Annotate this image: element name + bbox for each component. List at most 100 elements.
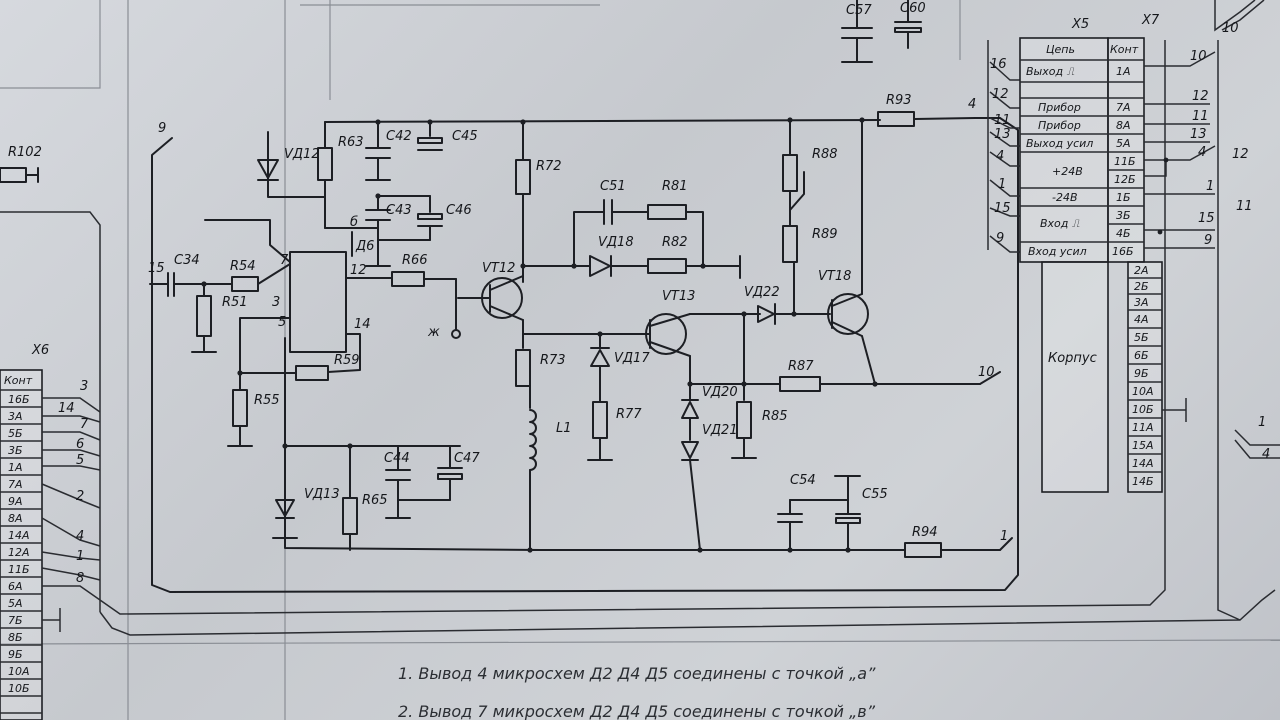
x6-contact: 8А	[8, 512, 23, 525]
label-net-15: 15	[148, 261, 165, 276]
x6-contact: 10А	[8, 665, 30, 678]
label-c60: C60	[900, 1, 926, 16]
label-r77: R77	[616, 407, 642, 422]
label-pin-14: 14	[354, 317, 371, 332]
label-c54: C54	[790, 473, 816, 488]
x5-row-name: Выход ⎍	[1026, 65, 1075, 78]
top-rail	[324, 117, 1001, 125]
x6-contact: 9А	[8, 495, 23, 508]
label-c42: C42	[386, 129, 412, 144]
x5-body-label: Корпус	[1048, 351, 1097, 366]
x5-extra-contact: 10А	[1132, 385, 1154, 398]
label-vd12: VД12	[284, 147, 320, 162]
x6-wire-label: 7	[80, 417, 89, 432]
label-far-12: 12	[1232, 147, 1249, 162]
x5-extra-contact: 11А	[1132, 421, 1154, 434]
label-r65: R65	[362, 493, 388, 508]
resistor-r102	[0, 167, 39, 183]
label-vd21: VД21	[702, 423, 738, 438]
vt12-stage	[457, 121, 651, 553]
x6-contact: 6А	[8, 580, 23, 593]
x5-extra-contact: 5Б	[1134, 331, 1149, 344]
x5-extra-contact: 2А	[1134, 264, 1149, 277]
x5-row-name: Выход усил	[1026, 137, 1094, 150]
bottom-right-block	[529, 475, 1013, 558]
label-x7-9: 9	[1204, 233, 1213, 248]
label-vd20: VД20	[702, 385, 738, 400]
x5-extra-contact: 10Б	[1132, 403, 1154, 416]
x5-row-name: Прибор	[1038, 119, 1081, 132]
x5-row-contact: 4Б	[1116, 227, 1131, 240]
label-r72: R72	[536, 159, 562, 174]
label-x7-4: 4	[1198, 145, 1207, 160]
label-c55: C55	[862, 487, 888, 502]
label-net-zh: ж	[428, 325, 440, 340]
label-x7-11: 11	[1192, 109, 1209, 124]
label-rail-10: 10	[978, 365, 995, 380]
footnote-2: 2. Вывод 7 микросхем Д2 Д4 Д5 соединены …	[398, 702, 875, 720]
x5-extra-contact: 9Б	[1134, 367, 1149, 380]
x5-row-contact: 8А	[1116, 119, 1131, 132]
x5-ref: X5	[1072, 17, 1090, 32]
x5-table	[1019, 0, 1280, 493]
x5-row-contact: 3Б	[1116, 209, 1131, 222]
x6-wire-label: 3	[80, 379, 89, 394]
x5-row-contact: 1Б	[1116, 191, 1131, 204]
upper-left-block	[257, 121, 443, 267]
label-c57: C57	[846, 3, 872, 18]
x6-contact: 3Б	[8, 444, 23, 457]
x6-contact: 5А	[8, 597, 23, 610]
label-c46: C46	[446, 203, 472, 218]
label-net-b: б	[350, 215, 359, 230]
x6-contact: 16Б	[8, 393, 30, 406]
label-r55: R55	[254, 393, 280, 408]
x6-contact: 14А	[8, 529, 30, 542]
label-r54: R54	[230, 259, 256, 274]
label-r66: R66	[402, 253, 428, 268]
x5-row-name: -24В	[1052, 191, 1078, 204]
label-r88: R88	[812, 147, 838, 162]
x6-wire-label: 8	[76, 571, 85, 586]
capacitor-c57-c60	[841, 0, 922, 63]
x6-wire-label: 6	[76, 437, 85, 452]
x5-row-contact: 11Б	[1114, 155, 1136, 168]
label-far-4: 4	[1262, 447, 1271, 462]
label-far-11: 11	[1236, 199, 1253, 214]
label-d6: Д6	[356, 239, 375, 254]
label-r73: R73	[540, 353, 566, 368]
x6-wire-label: 1	[76, 549, 85, 564]
x5-extra-contact: 14Б	[1132, 475, 1154, 488]
x5-head-circuit: Цепь	[1046, 43, 1075, 56]
label-c51: C51	[600, 179, 626, 194]
x5-extra-contact: 3А	[1134, 296, 1149, 309]
label-vt13: VT13	[662, 289, 696, 304]
label-l1: L1	[556, 421, 572, 436]
x5-extra-contact: 4А	[1134, 313, 1149, 326]
label-r81: R81	[662, 179, 688, 194]
x5-row-name: Вход ⎍	[1040, 217, 1080, 230]
label-far-10: 10	[1222, 21, 1239, 36]
bus-entries	[987, 40, 1020, 253]
label-vd22: VД22	[744, 285, 780, 300]
x5-row-name: Прибор	[1038, 101, 1081, 114]
x5-extra-contact: 14А	[1132, 457, 1154, 470]
label-r82: R82	[662, 235, 688, 250]
label-c47: C47	[454, 451, 480, 466]
label-r63: R63	[338, 135, 364, 150]
label-bus-16: 16	[990, 57, 1007, 72]
x5-extra-contact: 2Б	[1134, 280, 1149, 293]
x6-contact: 10Б	[8, 682, 30, 695]
x5-extra-contact: 15А	[1132, 439, 1154, 452]
label-pin-5: 5	[278, 315, 287, 330]
x6-contact: 3А	[8, 410, 23, 423]
label-rail-4: 4	[968, 97, 977, 112]
x6-contact: 7Б	[8, 614, 23, 627]
label-c44: C44	[384, 451, 410, 466]
x6-contact: 7А	[8, 478, 23, 491]
label-r59: R59	[334, 353, 360, 368]
x5-extra-contact: 6Б	[1134, 349, 1149, 362]
label-bus-12: 12	[992, 87, 1009, 102]
label-pin-3: 3	[272, 295, 281, 310]
label-bus-13: 13	[994, 127, 1011, 142]
